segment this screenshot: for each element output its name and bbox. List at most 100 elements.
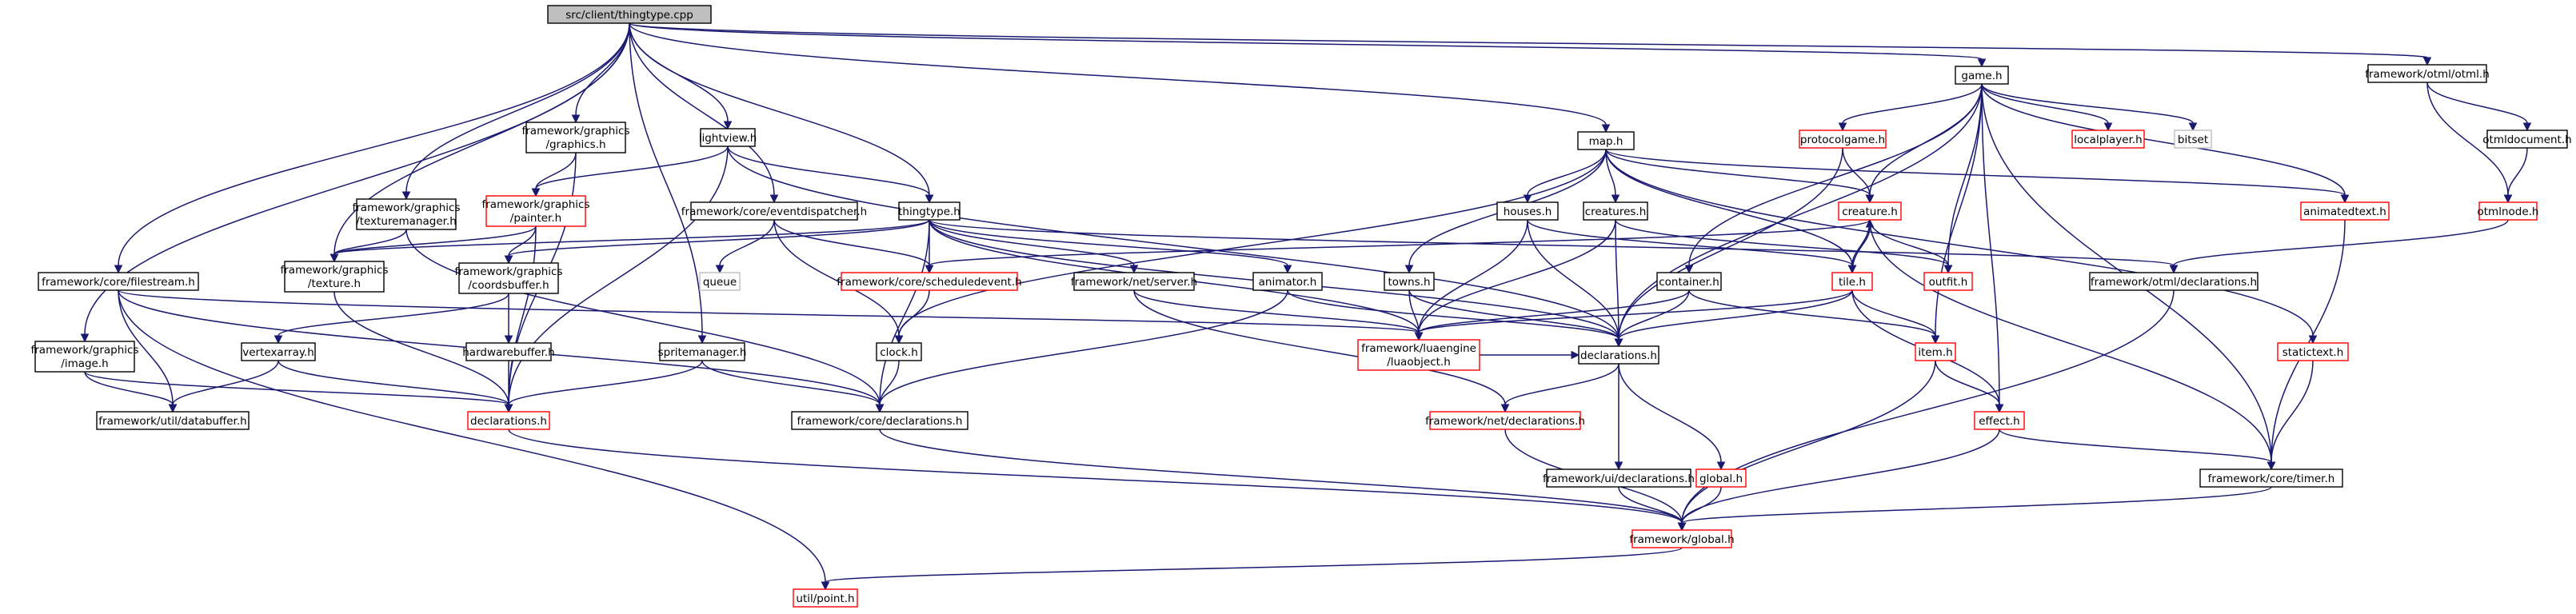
edge-image-to-databuffer	[84, 371, 178, 413]
node-texture[interactable]: framework/graphics/texture.h	[281, 261, 389, 293]
node-staticText[interactable]: statictext.h	[2277, 342, 2349, 361]
edge-game-to-localplayer	[1981, 83, 2113, 132]
node-image[interactable]: framework/graphics/image.h	[31, 341, 139, 373]
node-box	[690, 201, 858, 221]
node-databuffer[interactable]: framework/util/databuffer.h	[96, 411, 250, 430]
node-box	[1831, 272, 1873, 291]
node-label: otmldocument.h	[2482, 134, 2571, 146]
node-box	[2367, 64, 2487, 83]
node-animatedtext[interactable]: animatedtext.h	[2300, 201, 2390, 221]
node-graphics[interactable]: framework/graphics/graphics.h	[522, 122, 630, 154]
node-luaobject[interactable]: framework/luaengine/luaobject.h	[1357, 339, 1480, 371]
edge-arrowhead	[2522, 122, 2532, 132]
node-creature[interactable]: creature.h	[1838, 201, 1902, 221]
node-lightview[interactable]: lightview.h	[699, 128, 757, 147]
node-label: framework/core/filestream.h	[42, 276, 195, 289]
node-label: container.h	[1659, 276, 1719, 289]
edge-arrowhead	[114, 265, 123, 274]
node-localplayer[interactable]: localplayer.h	[2071, 130, 2145, 149]
node-server[interactable]: framework/net/server.h	[1071, 272, 1197, 291]
node-otmldocument[interactable]: otmldocument.h	[2482, 130, 2572, 149]
node-label: framework/core/eventdispatcher.h	[681, 205, 867, 218]
node-label: framework/luaengine	[1361, 342, 1476, 355]
node-scheduledevent[interactable]: framework/core/scheduledevent.h	[837, 272, 1022, 291]
node-gdecl[interactable]: declarations.h	[467, 411, 550, 430]
node-thingtype[interactable]: thingtype.h	[898, 201, 961, 221]
node-hardwarebuffer[interactable]: hardwarebuffer.h	[462, 342, 555, 361]
node-queue[interactable]: queue	[699, 272, 741, 291]
node-towns[interactable]: towns.h	[1384, 272, 1435, 291]
node-otmlnode[interactable]: otmlnode.h	[2478, 201, 2539, 221]
node-coordsbuffer[interactable]: framework/graphics/coordsbuffer.h	[455, 262, 563, 294]
edge-thingtype-to-animator	[929, 219, 1292, 274]
node-bitset[interactable]: bitset	[2174, 130, 2212, 149]
node-otml[interactable]: framework/otml/otml.h	[2365, 64, 2490, 83]
node-root[interactable]: src/client/thingtype.cpp	[547, 5, 712, 24]
node-declarations[interactable]: declarations.h	[1578, 345, 1659, 365]
node-filestream[interactable]: framework/core/filestream.h	[38, 272, 199, 291]
node-spritemanager[interactable]: spritemanager.h	[658, 342, 747, 361]
edge-arrowhead	[1500, 404, 1510, 413]
node-item[interactable]: item.h	[1915, 342, 1956, 361]
node-netdecl[interactable]: framework/net/declarations.h	[1425, 411, 1585, 430]
node-box	[1384, 272, 1435, 291]
node-otmldecl[interactable]: framework/otml/declarations.h	[2089, 272, 2258, 291]
node-painter[interactable]: framework/graphics/painter.h	[482, 195, 590, 227]
node-clock[interactable]: clock.h	[876, 342, 922, 361]
node-label: outfit.h	[1929, 276, 1968, 289]
edge-root-to-game	[629, 22, 1987, 68]
node-uidecl[interactable]: framework/ui/declarations.h	[1543, 468, 1695, 488]
edge-arrowhead	[1404, 265, 1414, 274]
node-creatures[interactable]: creatures.h	[1583, 201, 1648, 221]
edge-arrowhead	[1414, 332, 1424, 341]
node-label: animator.h	[1259, 276, 1317, 289]
edge-eventdispatcher-to-queue	[715, 219, 775, 274]
node-box	[2486, 130, 2568, 149]
edge-creature-to-scheduledevent	[925, 219, 1871, 274]
node-tile[interactable]: tile.h	[1831, 272, 1873, 291]
node-animator[interactable]: animator.h	[1252, 272, 1323, 291]
node-fwglobal[interactable]: framework/global.h	[1629, 529, 1735, 548]
edge-arrowhead	[1614, 461, 1623, 471]
node-container[interactable]: container.h	[1656, 272, 1722, 291]
node-box	[34, 341, 135, 373]
node-coredecl[interactable]: framework/core/declarations.h	[791, 411, 968, 430]
node-label: framework/otml/declarations.h	[2091, 276, 2257, 289]
node-map[interactable]: map.h	[1577, 131, 1635, 150]
node-box	[1073, 272, 1195, 291]
node-point[interactable]: util/point.h	[793, 588, 858, 608]
node-texturemanager[interactable]: framework/graphics/texturemanager.h	[353, 198, 461, 230]
node-label: map.h	[1589, 135, 1623, 148]
edge-arrowhead	[504, 335, 513, 345]
node-label: bitset	[2178, 134, 2208, 146]
node-label: framework/graphics	[482, 198, 590, 211]
edge-arrowhead	[1283, 265, 1292, 274]
node-global[interactable]: global.h	[1695, 468, 1747, 488]
edge-game-to-animatedtext	[1981, 83, 2350, 204]
node-box	[356, 198, 457, 230]
node-label: houses.h	[1504, 205, 1552, 218]
node-layer: src/client/thingtype.cpp framework/graphi…	[31, 5, 2572, 608]
edge-eventdispatcher-to-scheduledevent	[773, 219, 934, 274]
node-label: framework/ui/declarations.h	[1543, 472, 1695, 485]
edge-otmldocument-to-otmlnode	[2503, 147, 2528, 204]
node-effect[interactable]: effect.h	[1974, 411, 2025, 430]
edge-arrowhead	[1129, 265, 1139, 274]
node-box	[1695, 468, 1747, 488]
node-protocolgame[interactable]: protocolgame.h	[1799, 130, 1887, 149]
edge-arrowhead	[894, 335, 904, 345]
node-game[interactable]: game.h	[1955, 66, 2009, 85]
node-timer[interactable]: framework/core/timer.h	[2199, 468, 2343, 488]
edge-map-to-staticText	[1605, 149, 2318, 345]
edge-uidecl-to-fwglobal	[1618, 486, 1687, 532]
edge-arrowhead	[2340, 194, 2350, 204]
edge-root-to-texturemanager	[401, 22, 630, 201]
node-outfit[interactable]: outfit.h	[1923, 272, 1973, 291]
node-vertexarray[interactable]: vertexarray.h	[241, 342, 316, 361]
edge-arrowhead	[1614, 338, 1623, 348]
node-houses[interactable]: houses.h	[1496, 201, 1559, 221]
edge-arrowhead	[1977, 58, 1987, 68]
node-box	[241, 342, 316, 361]
edge-painter-to-gdecl	[504, 225, 537, 413]
node-eventdispatcher[interactable]: framework/core/eventdispatcher.h	[681, 201, 867, 221]
